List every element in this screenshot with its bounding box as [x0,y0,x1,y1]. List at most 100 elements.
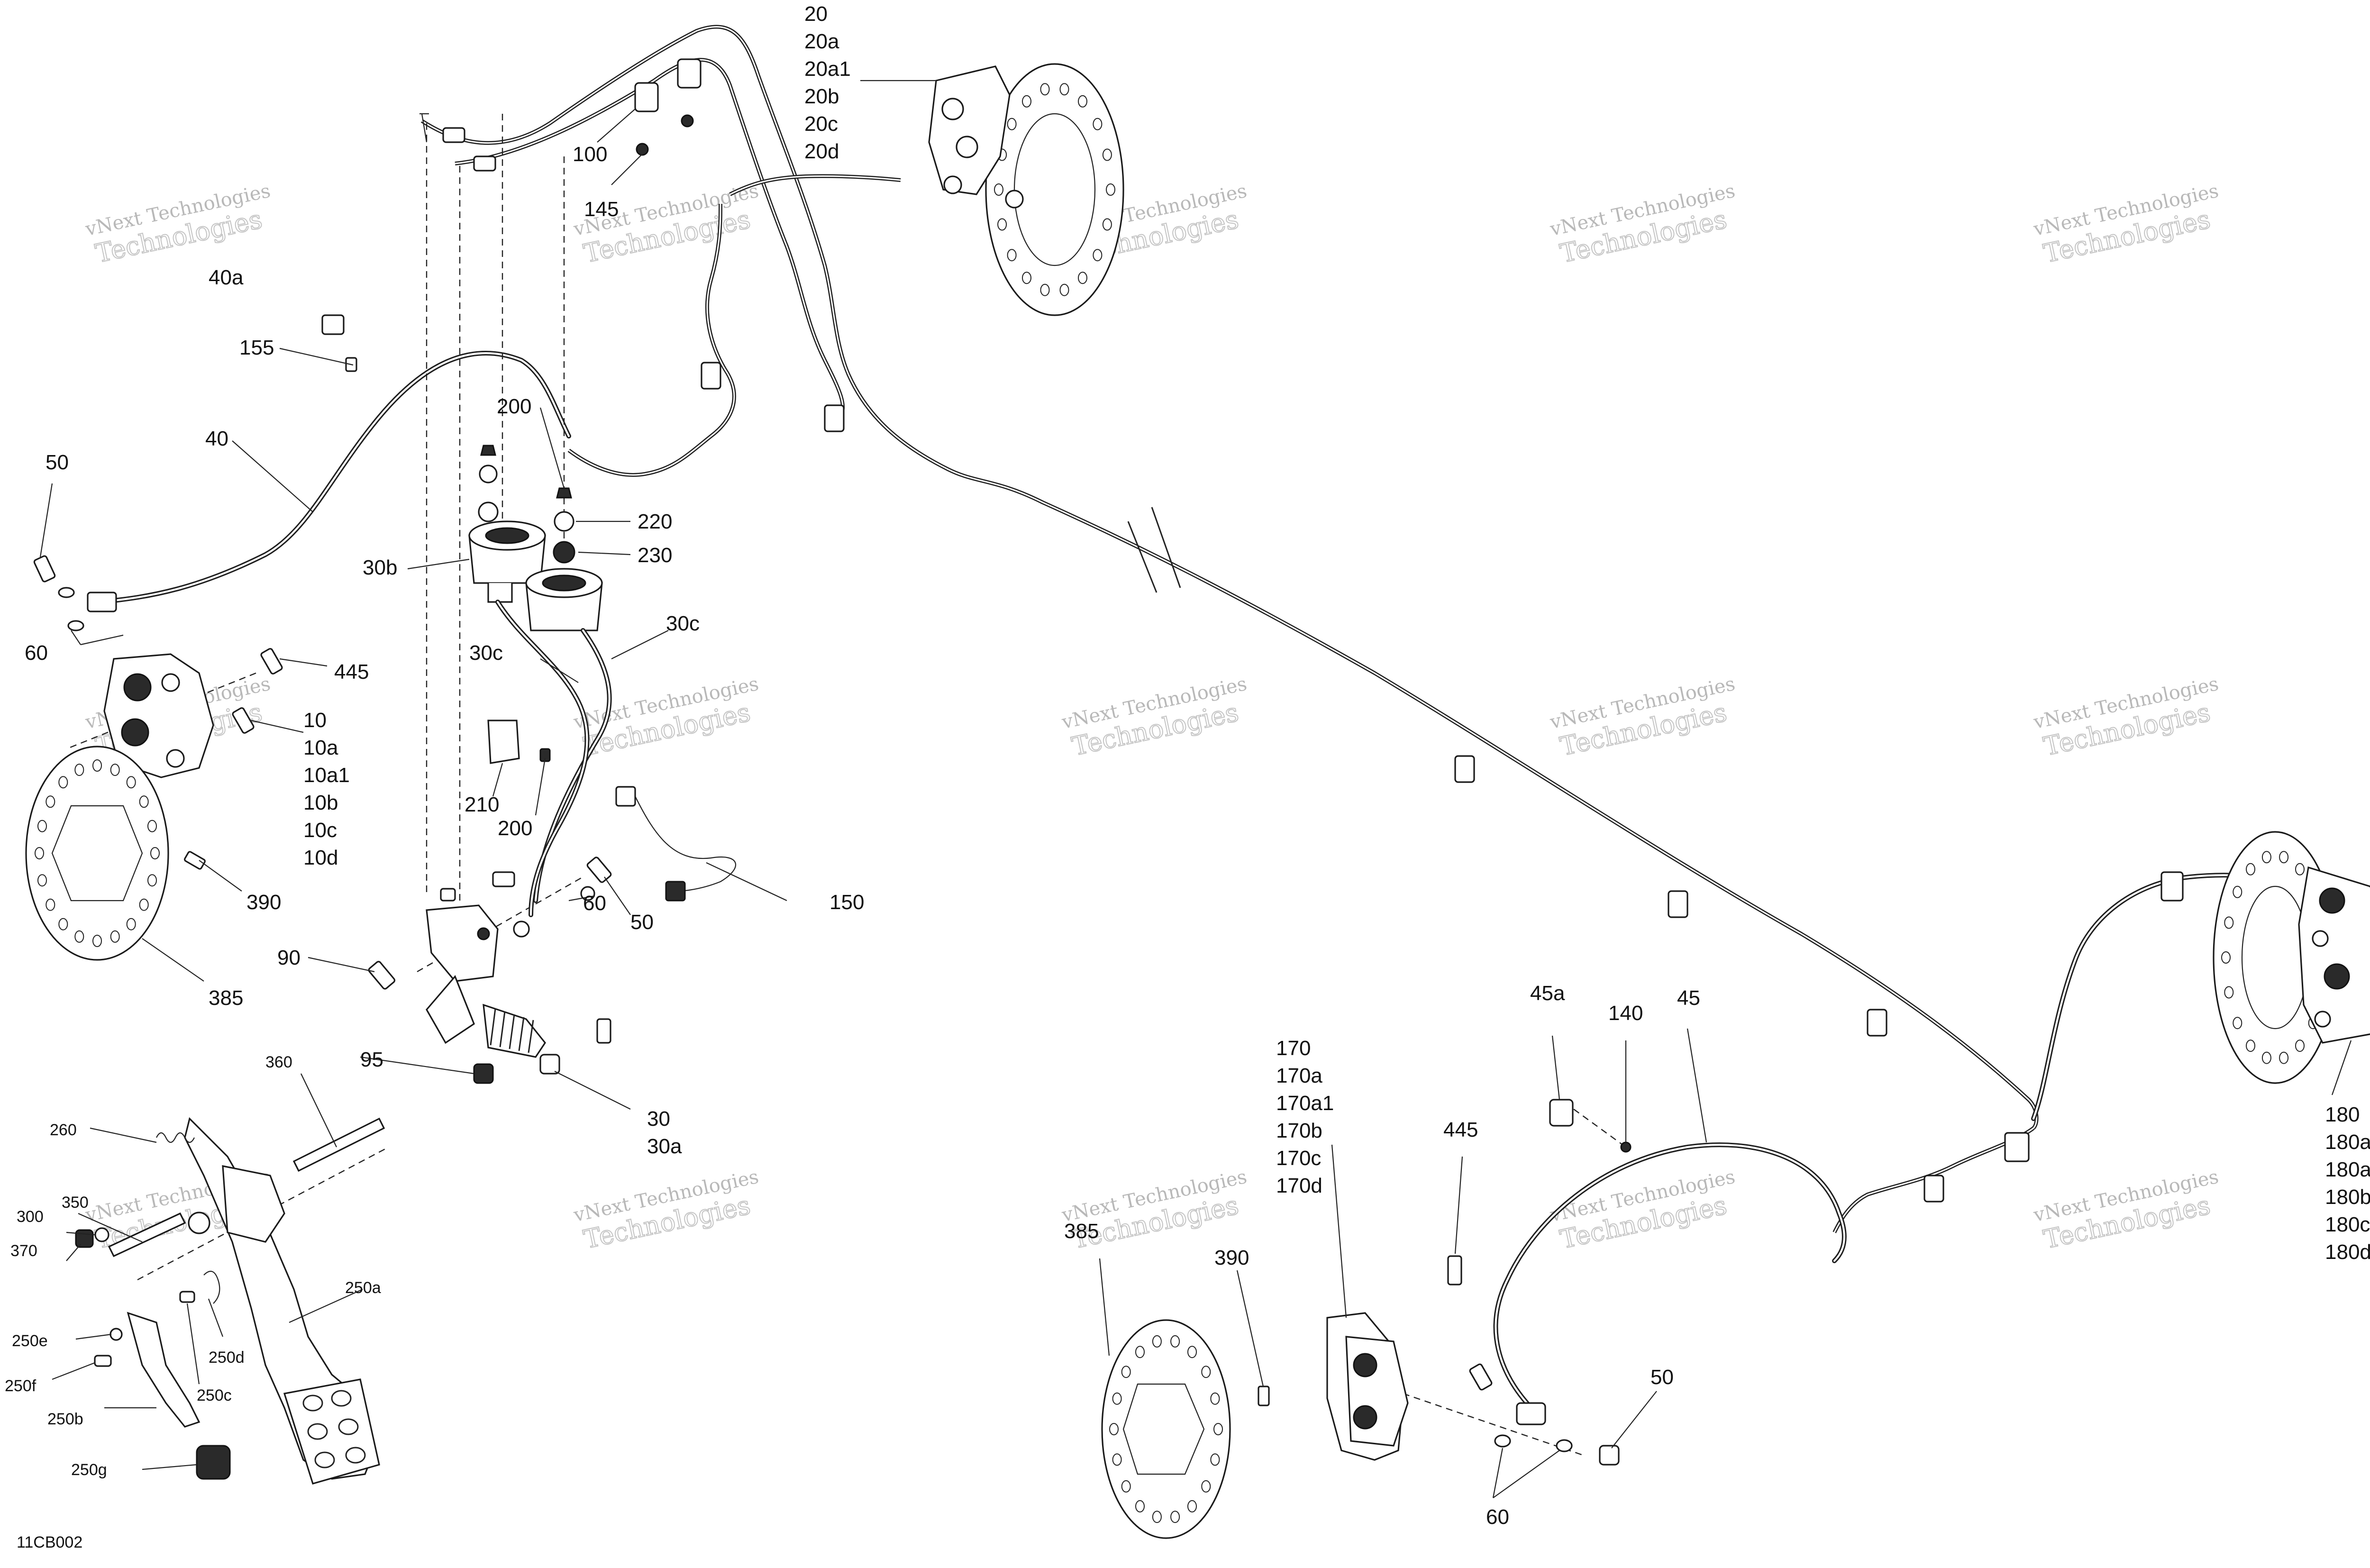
nut-370 [75,1229,94,1248]
disc-hole [2261,1051,2271,1064]
callout-300: 300 [17,1208,44,1226]
pin-250c [179,1291,195,1303]
pipe-end-fitting [419,113,429,143]
callout-30a: 30a [647,1135,682,1158]
disc-hole [1187,1346,1197,1358]
reservoir-30b [468,445,546,603]
callout-170: 170 [1276,1037,1311,1060]
boot-rib [490,1008,496,1046]
callout-200-bottom: 200 [498,817,532,840]
callout-200-top: 200 [497,395,531,418]
screw-140 [1620,1141,1632,1153]
callout-180a: 180a [2325,1130,2370,1154]
disc-hole [2233,1017,2242,1030]
sensor-cable-150 [635,796,736,892]
callout-250g: 250g [71,1461,107,1479]
top-brake-disc [985,63,1124,316]
bracket-40a [321,314,345,335]
callout-250e: 250e [12,1332,48,1350]
disc-hole [74,764,84,776]
bolt-50-right [1599,1445,1620,1466]
callout-145: 145 [584,198,619,221]
pedal-pad-hole [314,1451,335,1468]
hose-end-fitting [1516,1402,1546,1425]
tee-fitting [2004,1132,2030,1162]
disc-hole [994,183,1003,196]
callout-220: 220 [638,510,672,533]
callout-180d: 180d [2325,1240,2370,1264]
callout-390-right: 390 [1214,1246,1249,1269]
disc-hole [2224,916,2234,929]
master-cylinder-30 [426,871,595,1075]
callout-150: 150 [830,891,864,914]
callout-60-mid: 60 [583,892,606,915]
hose-clip [2160,871,2184,902]
bottom-brake-disc [1101,1319,1231,1539]
disc-hole [92,935,102,947]
screw-200 [480,445,496,456]
callout-20d: 20d [804,140,839,163]
clip-250e [109,1328,123,1341]
callout-350: 350 [62,1194,89,1212]
sensor-plug [665,881,686,902]
diagram-code: 11CB002 [17,1533,82,1551]
callout-20a1: 20a1 [804,57,851,81]
left-brake-disc [25,746,169,961]
line-clip [701,362,721,390]
pedal-pad-hole [338,1418,359,1435]
leader-lines [39,80,2352,1498]
callout-40a: 40a [209,266,244,289]
disc-hole [1007,249,1017,262]
disc-hole [1213,1423,1223,1435]
callout-40: 40 [205,427,228,450]
disc-hole [46,898,55,911]
disc-hole [35,847,44,859]
line-clip [1668,890,1688,918]
disc-hole [2224,986,2234,999]
disc-hole [1059,83,1069,96]
pedal-pad-hole [345,1447,366,1464]
disc-hole [150,847,160,859]
bolt-90 [368,961,396,990]
disc-hole [1109,1423,1119,1435]
callout-155: 155 [239,336,274,359]
pedal-pad-hole [307,1423,328,1440]
callout-180b: 180b [2325,1185,2370,1209]
callout-385-right: 385 [1064,1220,1099,1243]
pin-250f [94,1355,112,1367]
callout-230: 230 [638,544,672,567]
boot-rib [518,1017,525,1051]
disc-hole [2246,1039,2255,1052]
bottom-caliper-assembly [1101,1255,1620,1539]
disc-hole [1102,148,1112,161]
disc-hole [147,874,157,887]
callout-45: 45 [1677,986,1700,1010]
callout-50-right: 50 [1650,1366,1674,1389]
disc-hole [2246,863,2255,875]
top-caliper-body [928,65,1011,195]
disc-hole [2279,1051,2289,1064]
bracket-210 [487,720,520,764]
callout-labels: 20 20a 20a1 20b 20c 20d 100 145 40a 155 … [5,2,2370,1551]
pedal-pad-hole [331,1390,352,1407]
lever-250b [127,1312,201,1428]
bolt-30a [596,1018,611,1044]
disc-hole [110,764,120,776]
clamp-100 [634,82,659,112]
boot-rib [509,1014,515,1049]
disc-hole [1102,218,1112,231]
callout-60-left: 60 [25,641,48,665]
callout-170b: 170b [1276,1119,1322,1142]
hose-40 [87,351,571,612]
disc-hole [1201,1480,1211,1493]
callout-10-stack: 10 10a 10a1 10b 10c 10d [303,709,350,869]
callout-360: 360 [265,1053,292,1071]
callout-385-left: 385 [209,986,243,1010]
washer-300 [94,1227,109,1242]
